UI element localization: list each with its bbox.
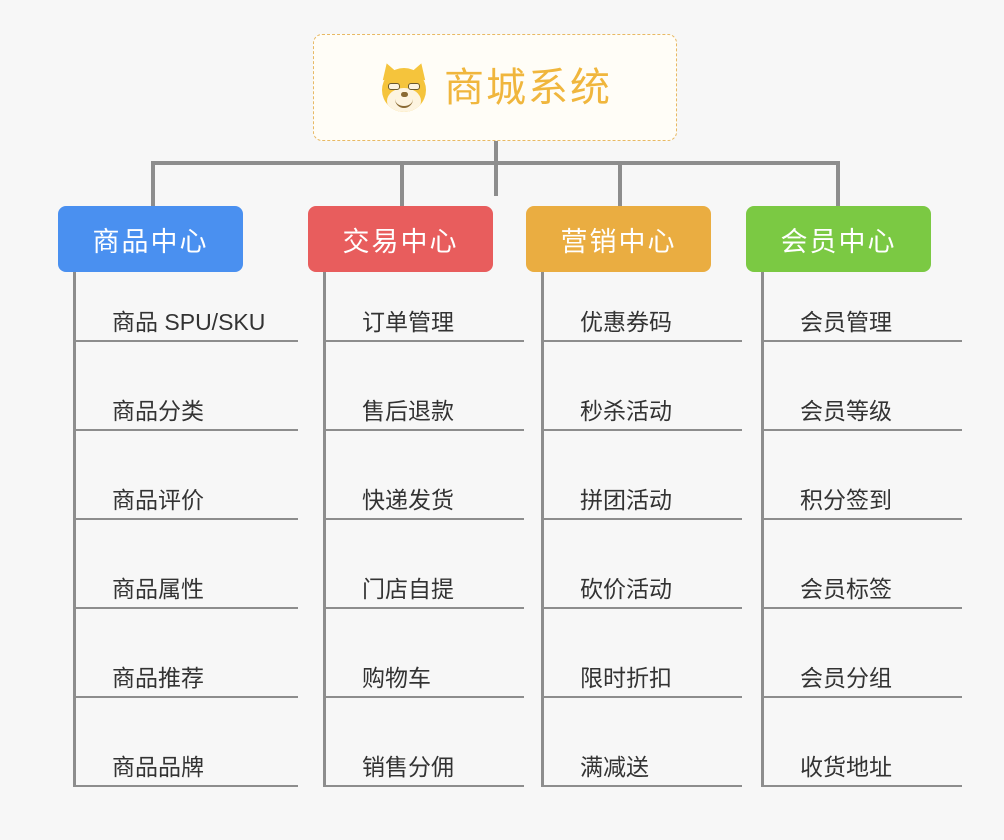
leaf-label: 购物车 [362,665,431,691]
leaf-label: 快递发货 [362,487,454,513]
list-item[interactable]: 优惠券码 [544,272,742,342]
leaf-label: 会员管理 [800,309,892,335]
leaf-label: 订单管理 [362,309,454,335]
root-title: 商城系统 [444,65,612,110]
list-item[interactable]: 秒杀活动 [544,342,742,431]
list-item[interactable]: 快递发货 [326,431,524,520]
shiba-nose-icon [401,91,408,97]
leaf-label: 限时折扣 [580,665,672,691]
category-label: 会员中心 [780,226,897,257]
shiba-dog-face-icon [378,60,430,114]
shiba-head-icon [382,67,426,112]
leaf-list-marketing: 优惠券码 秒杀活动 拼团活动 砍价活动 限时折扣 满减送 [541,272,742,787]
list-item[interactable]: 商品品牌 [76,698,298,787]
connector-root-stem [494,141,498,196]
list-item[interactable]: 会员分组 [764,609,962,698]
list-item[interactable]: 销售分佣 [326,698,524,787]
leaf-list-product: 商品 SPU/SKU 商品分类 商品评价 商品属性 商品推荐 商品品牌 [73,272,298,787]
list-item[interactable]: 积分签到 [764,431,962,520]
leaf-label: 满减送 [580,754,649,780]
leaf-label: 收货地址 [800,754,892,780]
leaf-label: 销售分佣 [362,754,454,780]
list-item[interactable]: 满减送 [544,698,742,787]
leaf-label: 秒杀活动 [580,398,672,424]
leaf-list-trade: 订单管理 售后退款 快递发货 门店自提 购物车 销售分佣 [323,272,524,787]
leaf-label: 商品品牌 [112,754,204,780]
leaf-label: 拼团活动 [580,487,672,513]
leaf-label: 会员分组 [800,665,892,691]
connector-drop-3 [618,161,622,206]
leaf-label: 商品推荐 [112,665,204,691]
leaf-label: 商品 SPU/SKU [112,309,266,335]
list-item[interactable]: 限时折扣 [544,609,742,698]
leaf-label: 积分签到 [800,487,892,513]
list-item[interactable]: 会员等级 [764,342,962,431]
category-column-product: 商品中心 商品 SPU/SKU 商品分类 商品评价 商品属性 商品推荐 商品品牌 [58,206,298,787]
category-header-product[interactable]: 商品中心 [58,206,243,272]
shiba-eye-right-icon [408,82,420,90]
list-item[interactable]: 商品分类 [76,342,298,431]
leaf-list-member: 会员管理 会员等级 积分签到 会员标签 会员分组 收货地址 [761,272,962,787]
list-item[interactable]: 砍价活动 [544,520,742,609]
list-item[interactable]: 会员管理 [764,272,962,342]
category-label: 营销中心 [560,226,677,257]
shiba-eye-left-icon [388,82,400,90]
category-column-marketing: 营销中心 优惠券码 秒杀活动 拼团活动 砍价活动 限时折扣 满减送 [526,206,742,787]
category-column-member: 会员中心 会员管理 会员等级 积分签到 会员标签 会员分组 收货地址 [746,206,962,787]
leaf-label: 售后退款 [362,398,454,424]
connector-drop-1 [151,161,155,206]
category-label: 商品中心 [92,226,209,257]
root-node[interactable]: 商城系统 [313,34,677,141]
leaf-label: 会员标签 [800,576,892,602]
list-item[interactable]: 门店自提 [326,520,524,609]
list-item[interactable]: 商品推荐 [76,609,298,698]
leaf-label: 砍价活动 [580,576,672,602]
connector-drop-2 [400,161,404,206]
list-item[interactable]: 拼团活动 [544,431,742,520]
leaf-label: 商品分类 [112,398,204,424]
leaf-label: 优惠券码 [580,309,672,335]
leaf-label: 商品属性 [112,576,204,602]
category-column-trade: 交易中心 订单管理 售后退款 快递发货 门店自提 购物车 销售分佣 [308,206,524,787]
list-item[interactable]: 商品属性 [76,520,298,609]
list-item[interactable]: 商品 SPU/SKU [76,272,298,342]
list-item[interactable]: 商品评价 [76,431,298,520]
list-item[interactable]: 收货地址 [764,698,962,787]
category-header-member[interactable]: 会员中心 [746,206,931,272]
connector-drop-4 [836,161,840,206]
leaf-label: 会员等级 [800,398,892,424]
list-item[interactable]: 售后退款 [326,342,524,431]
list-item[interactable]: 购物车 [326,609,524,698]
list-item[interactable]: 订单管理 [326,272,524,342]
category-label: 交易中心 [342,226,459,257]
connector-horizontal-bus [151,161,840,165]
leaf-label: 商品评价 [112,487,204,513]
category-header-trade[interactable]: 交易中心 [308,206,493,272]
category-header-marketing[interactable]: 营销中心 [526,206,711,272]
leaf-label: 门店自提 [362,576,454,602]
list-item[interactable]: 会员标签 [764,520,962,609]
shiba-mouth-icon [395,97,413,108]
